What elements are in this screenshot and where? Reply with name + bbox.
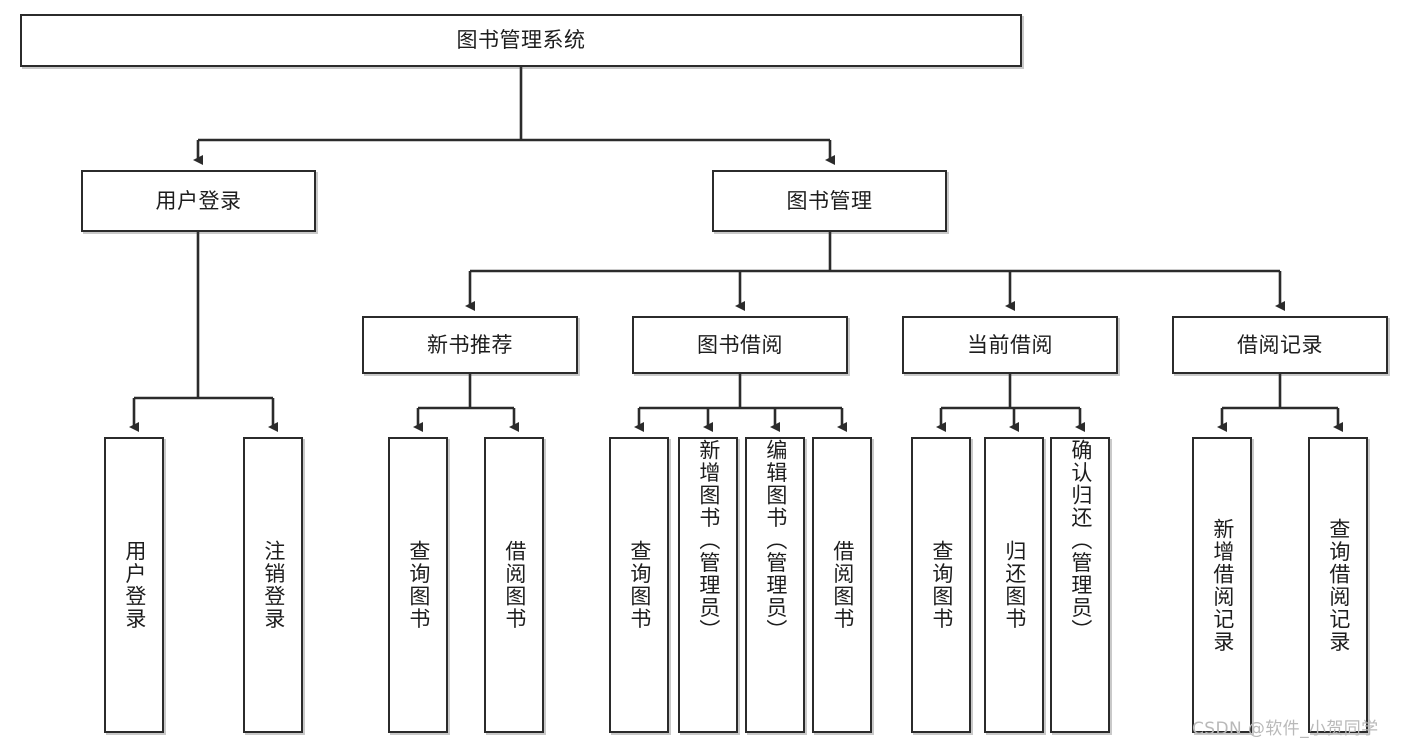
csdn-watermark: CSDN @软件_小贺同学 xyxy=(1192,719,1379,739)
leaf-node-label: 确认归还（管理员） xyxy=(1068,439,1093,642)
node-current-borrow-label: 当前借阅 xyxy=(967,332,1053,357)
leaf-node[interactable]: 新增借阅记录 xyxy=(1192,437,1252,733)
node-book-management[interactable]: 图书管理 xyxy=(712,170,947,232)
node-book-borrow[interactable]: 图书借阅 xyxy=(632,316,848,374)
leaf-node-label: 归还图书 xyxy=(1002,540,1027,630)
node-new-book-recommend-label: 新书推荐 xyxy=(427,332,513,357)
leaf-node-label: 编辑图书（管理员） xyxy=(763,439,788,642)
node-borrow-record-label: 借阅记录 xyxy=(1237,332,1323,357)
leaf-node-label: 查询借阅记录 xyxy=(1326,517,1351,653)
leaf-node-label: 查询图书 xyxy=(627,540,652,630)
leaf-node-label: 借阅图书 xyxy=(830,540,855,630)
leaf-node[interactable]: 用户登录 xyxy=(104,437,164,733)
leaf-node[interactable]: 注销登录 xyxy=(243,437,303,733)
node-book-management-label: 图书管理 xyxy=(786,188,873,213)
node-root[interactable]: 图书管理系统 xyxy=(20,14,1022,67)
leaf-node-label: 注销登录 xyxy=(261,540,286,630)
leaf-node-label: 新增借阅记录 xyxy=(1210,517,1235,653)
node-user-login[interactable]: 用户登录 xyxy=(81,170,316,232)
leaf-node-label: 查询图书 xyxy=(406,540,431,630)
leaf-node[interactable]: 新增图书（管理员） xyxy=(678,437,738,733)
leaf-node[interactable]: 查询图书 xyxy=(388,437,448,733)
leaf-node[interactable]: 查询借阅记录 xyxy=(1308,437,1368,733)
node-current-borrow[interactable]: 当前借阅 xyxy=(902,316,1118,374)
leaf-node-label: 新增图书（管理员） xyxy=(696,439,721,642)
leaf-node[interactable]: 归还图书 xyxy=(984,437,1044,733)
node-user-login-label: 用户登录 xyxy=(155,188,242,213)
leaf-node[interactable]: 借阅图书 xyxy=(812,437,872,733)
leaf-node[interactable]: 查询图书 xyxy=(609,437,669,733)
leaf-node[interactable]: 确认归还（管理员） xyxy=(1050,437,1110,733)
node-book-borrow-label: 图书借阅 xyxy=(697,332,783,357)
node-borrow-record[interactable]: 借阅记录 xyxy=(1172,316,1388,374)
leaf-node-label: 查询图书 xyxy=(929,540,954,630)
node-root-label: 图书管理系统 xyxy=(456,28,586,53)
leaf-node-label: 借阅图书 xyxy=(502,540,527,630)
leaf-node-label: 用户登录 xyxy=(122,540,147,630)
leaf-node[interactable]: 借阅图书 xyxy=(484,437,544,733)
leaf-node[interactable]: 编辑图书（管理员） xyxy=(745,437,805,733)
leaf-node[interactable]: 查询图书 xyxy=(911,437,971,733)
node-new-book-recommend[interactable]: 新书推荐 xyxy=(362,316,578,374)
